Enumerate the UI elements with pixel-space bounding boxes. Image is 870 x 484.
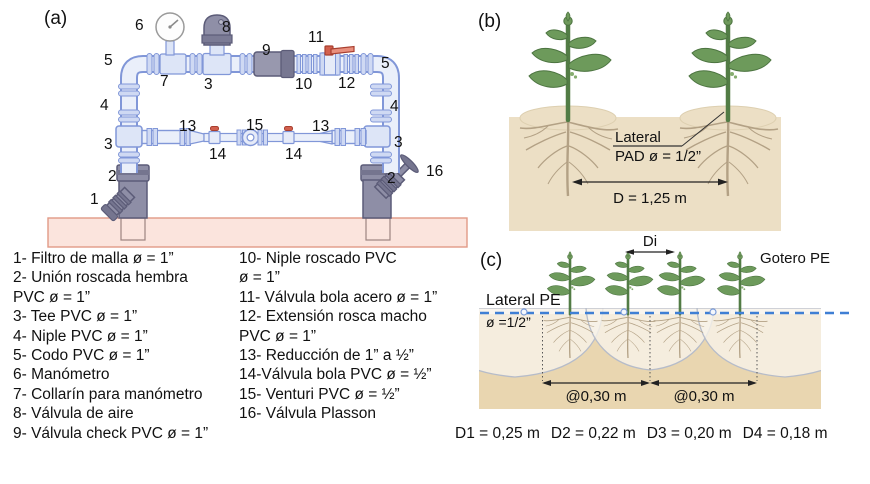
legend-item: 2- Unión roscada hembra [13, 269, 188, 287]
leader-line [681, 111, 725, 147]
legend-item: 3- Tee PVC ø = 1” [13, 308, 138, 326]
depth-value: D3 = 0,20 m [646, 425, 732, 442]
component-number-label: 13 [312, 118, 330, 135]
spacing-value: @0,30 m [673, 388, 734, 405]
component-number-label: 3 [204, 76, 213, 93]
component-number-label: 15 [246, 117, 264, 134]
legend-item: 15- Venturi PVC ø = ½” [239, 385, 400, 403]
legend-item: PVC ø = 1” [13, 288, 91, 306]
depth-value: D2 = 0,22 m [550, 425, 636, 442]
lateral-pad-diameter: PAD ø = 1/2” [615, 148, 701, 165]
legend-item: 7- Collarín para manómetro [13, 385, 203, 403]
threaded-nipple-icon [296, 54, 318, 74]
plant-icon [656, 250, 707, 316]
dripper-icon [520, 308, 528, 316]
wetted-bulb [696, 308, 821, 378]
plant-icon [529, 12, 611, 120]
depth-values-row: D1 = 0,25 m D2 = 0,22 m D3 = 0,20 m D4 = 0,… [455, 425, 828, 443]
dripper-icon [709, 308, 717, 316]
legend-item: 6- Manómetro [13, 366, 110, 384]
component-number-label: 4 [100, 97, 109, 114]
component-number-label: 5 [104, 52, 113, 69]
distance-arrow [572, 178, 728, 186]
component-number-label: 3 [104, 136, 113, 153]
check-valve-icon [253, 49, 295, 79]
di-arrow [625, 249, 675, 255]
panel-a-label: (a) [44, 8, 68, 29]
component-number-label: 14 [209, 146, 227, 163]
lateral-pe-label: Lateral PE [486, 292, 561, 309]
legend-column-left: 1- Filtro de malla ø = 1” 2- Unión roscad… [13, 249, 208, 443]
plant-icon [716, 250, 767, 316]
component-number-label: 2 [108, 168, 117, 185]
legend-item: 4- Niple PVC ø = 1” [13, 327, 148, 345]
air-valve-icon [201, 14, 233, 46]
pipe-fittings-vertical [118, 83, 392, 164]
di-label: Di [643, 233, 657, 250]
legend-column-right: 10- Niple roscado PVC ø = 1”11- Válvula b… [239, 249, 437, 424]
component-number-label: 12 [338, 75, 356, 92]
male-thread-extension-icon [343, 54, 359, 74]
plant-icon [689, 12, 771, 120]
gotero-pe-label: Gotero PE [760, 250, 830, 267]
lateral-pad-label: Lateral [615, 129, 661, 146]
legend-item: 5- Codo PVC ø = 1” [13, 347, 150, 365]
panel-b-label: (b) [478, 11, 502, 32]
component-number-label: 1 [90, 191, 99, 208]
legend-item: 9- Válvula check PVC ø = 1” [13, 424, 209, 442]
legend-item: 1- Filtro de malla ø = 1” [13, 250, 174, 267]
plasson-valve-icon [362, 154, 419, 219]
depth-value: D1 = 0,25 m [455, 425, 540, 442]
component-number-label: 13 [179, 118, 197, 135]
component-number-label: 8 [222, 19, 231, 36]
panel-b-root-diagram: Lateral PAD ø = 1/2” D = 1,25 m [509, 0, 781, 231]
component-number-label: 3 [394, 134, 403, 151]
component-number-label: 9 [262, 42, 271, 59]
component-number-label: 10 [295, 76, 313, 93]
manometer-gauge-icon [155, 12, 185, 42]
pipe-fittings-top [146, 53, 374, 75]
component-number-label: 7 [160, 73, 169, 90]
pvc-ball-valve-right-icon [282, 126, 295, 145]
panel-a-piping-diagram [47, 12, 468, 248]
venturi-bypass-line [115, 125, 391, 148]
component-number-label: 5 [381, 55, 390, 72]
legend-item: 11- Válvula bola acero ø = 1” [239, 288, 438, 306]
legend-item: 12- Extensión rosca macho [239, 308, 427, 326]
plant-icon [604, 250, 655, 316]
component-number-label: 11 [308, 29, 325, 46]
legend-item: 13- Reducción de 1” a ½” [239, 347, 414, 365]
legend-item: PVC ø = 1” [239, 327, 317, 345]
valve-handle-lever [330, 45, 355, 55]
pvc-ball-valve-left-icon [208, 126, 221, 145]
spacing-arrow-right [650, 380, 757, 386]
legend-item: 14-Válvula bola PVC ø = ½” [239, 366, 432, 384]
component-number-label: 2 [387, 170, 396, 187]
legend-item: 10- Niple roscado PVC [239, 250, 397, 267]
component-number-label: 14 [285, 146, 303, 163]
spacing-value: @0,30 m [565, 388, 626, 405]
legend-item: ø = 1” [239, 269, 280, 287]
legend-item: 8- Válvula de aire [13, 405, 134, 423]
component-number-label: 16 [426, 163, 444, 180]
distance-value: D = 1,25 m [613, 190, 687, 207]
tee-air-valve-saddle [202, 43, 232, 76]
legend-item: 16- Válvula Plasson [239, 405, 376, 423]
ground-strip [47, 217, 468, 248]
component-number-label: 4 [390, 98, 399, 115]
panel-c-label: (c) [480, 250, 503, 271]
venturi-icon [236, 128, 268, 147]
lateral-pe-diameter: ø =1/2” [486, 314, 531, 330]
depth-value: D4 = 0,18 m [742, 425, 828, 442]
spacing-arrow-left [542, 380, 650, 386]
dripper-icon [620, 308, 628, 316]
wetting-bulbs [479, 308, 821, 378]
component-number-label: 6 [135, 17, 144, 34]
panel-c-drip-diagram: Di Gotero PE Lateral PE ø =1/2” @0,30 m … [479, 233, 853, 409]
ball-valve-steel-icon [319, 45, 355, 76]
